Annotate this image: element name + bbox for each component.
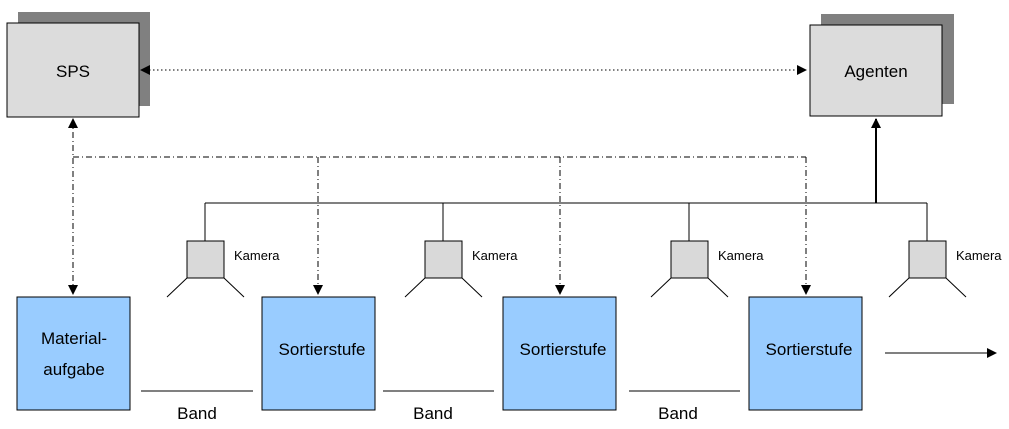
- camera-lens-right: [223, 277, 245, 298]
- agents-box: [809, 24, 943, 117]
- belt-3: Band: [629, 390, 740, 423]
- sort-stage-box: [261, 296, 376, 411]
- camera-lens-left: [404, 277, 426, 298]
- material-label-line2: aufgabe: [43, 360, 104, 379]
- camera-3: Kamera: [650, 240, 764, 298]
- belt-label: Band: [413, 404, 453, 423]
- camera-lens-left: [166, 277, 188, 298]
- camera-lens-right: [461, 277, 483, 298]
- camera-label: Kamera: [718, 248, 764, 263]
- sps-node: SPS: [6, 12, 150, 118]
- control-bus: [68, 118, 811, 295]
- camera-icon: [424, 240, 463, 279]
- sort-stage-box: [502, 296, 617, 411]
- camera-label: Kamera: [956, 248, 1002, 263]
- camera-lens-left: [888, 277, 910, 298]
- camera-label: Kamera: [472, 248, 518, 263]
- camera-lens-left: [650, 277, 672, 298]
- agents-label: Agenten: [844, 62, 907, 81]
- sps-box: [6, 22, 140, 118]
- sort-stage-3: Sortierstufe: [748, 296, 863, 411]
- material-node: Material- aufgabe: [16, 296, 131, 411]
- sort-stage-1: Sortierstufe: [261, 296, 376, 411]
- sps-label: SPS: [56, 62, 90, 81]
- camera-icon: [670, 240, 709, 279]
- belt-label: Band: [658, 404, 698, 423]
- sort-stage-label: Sortierstufe: [279, 340, 366, 359]
- camera-icon: [186, 240, 225, 279]
- material-box: [16, 296, 131, 411]
- sort-stage-label: Sortierstufe: [766, 340, 853, 359]
- belt-2: Band: [383, 390, 494, 423]
- camera-2: Kamera: [404, 240, 518, 298]
- material-label-line1: Material-: [41, 329, 107, 348]
- belt-1: Band: [141, 390, 253, 423]
- camera-label: Kamera: [234, 248, 280, 263]
- sort-stage-2: Sortierstufe: [502, 296, 617, 411]
- belt-label: Band: [177, 404, 217, 423]
- camera-icon: [908, 240, 947, 279]
- camera-4: Kamera: [888, 240, 1002, 298]
- sort-stage-label: Sortierstufe: [520, 340, 607, 359]
- camera-1: Kamera: [166, 240, 280, 298]
- sort-stage-box: [748, 296, 863, 411]
- agents-node: Agenten: [809, 14, 954, 117]
- camera-lens-right: [945, 277, 967, 298]
- camera-lens-right: [707, 277, 729, 298]
- camera-bus: [204, 118, 928, 241]
